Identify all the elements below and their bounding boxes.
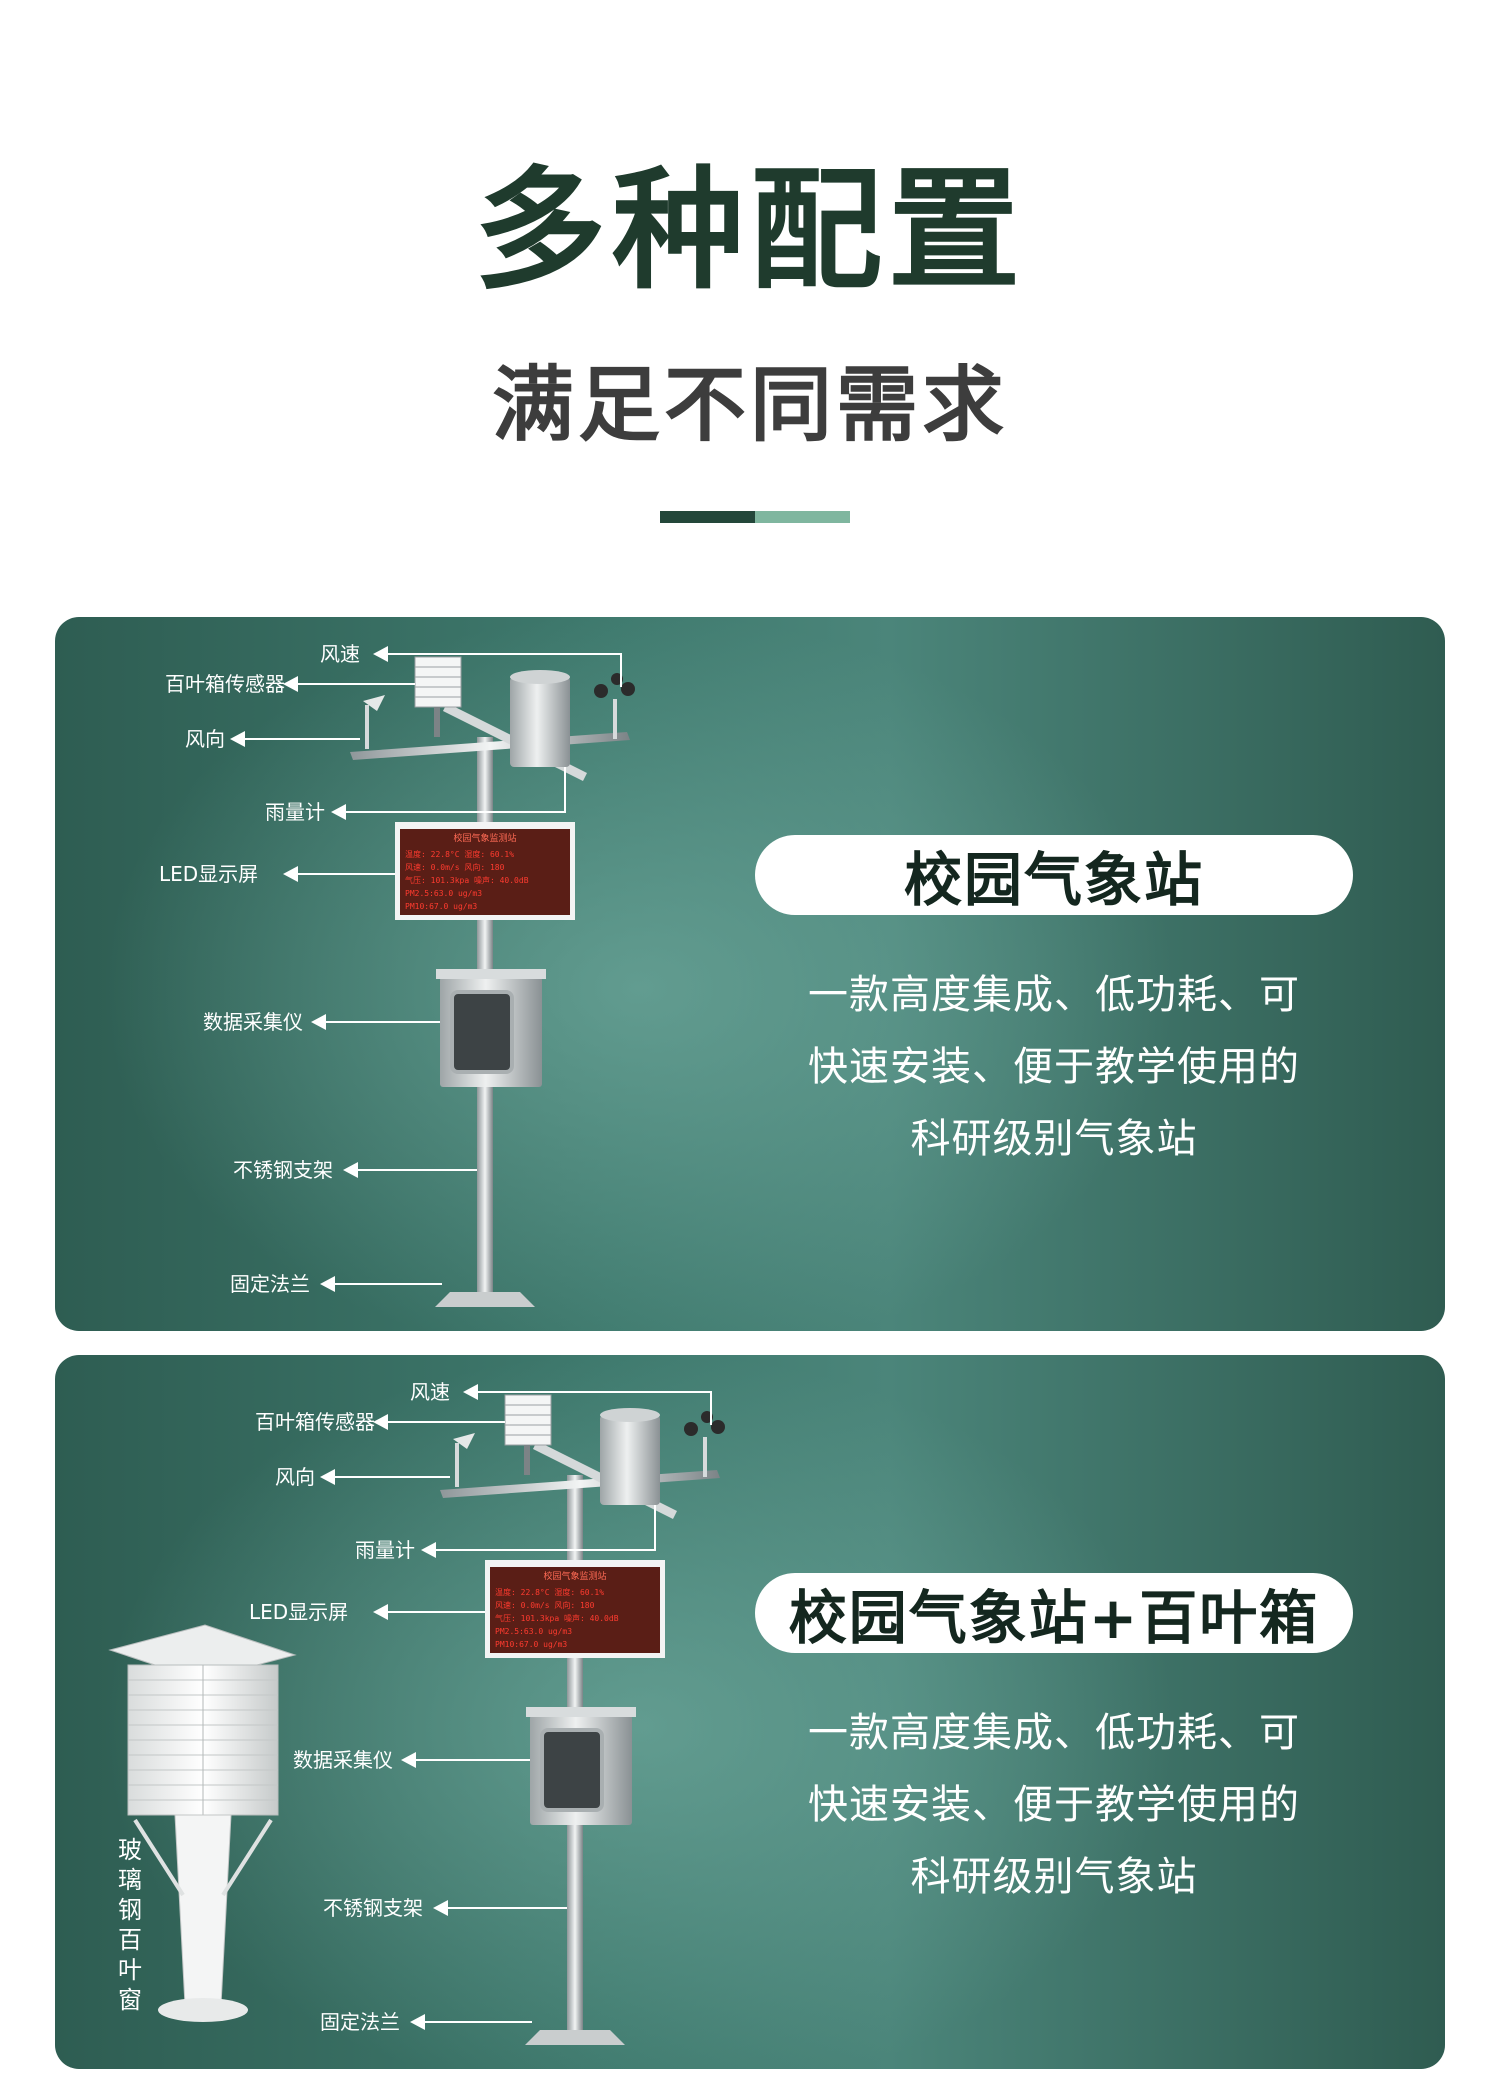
page-subtitle: 满足不同需求	[491, 358, 1008, 453]
label-steel-bracket: 不锈钢支架	[233, 1158, 333, 1182]
label-rain-gauge: 雨量计	[265, 800, 325, 824]
label-flange: 固定法兰	[230, 1272, 310, 1296]
arrow-icon	[320, 1276, 335, 1292]
led-row: 气压: 101.3kpa 噪声: 40.0dB	[495, 1613, 619, 1623]
label-led-display: LED显示屏	[249, 1600, 349, 1624]
description-line: 快速安装、便于教学使用的	[808, 1782, 1300, 1828]
arrow-icon	[230, 731, 245, 747]
arrow-icon	[283, 676, 298, 692]
config-name-pill: 校园气象站+百叶箱	[755, 1573, 1353, 1653]
description-line: 科研级别气象站	[910, 1854, 1198, 1900]
leader-line	[385, 653, 621, 655]
leader-line	[413, 1759, 530, 1761]
arrow-icon	[433, 1900, 448, 1916]
arrow-icon	[373, 646, 388, 662]
leader-line	[332, 1283, 442, 1285]
label-data-logger: 数据采集仪	[293, 1748, 393, 1772]
weather-station-illustration: 校园气象监测站 温度: 22.8°C 湿度: 60.1% 风速: 0.0m/s …	[108, 1394, 725, 2045]
config-card-campus-station-louver: 校园气象监测站 温度: 22.8°C 湿度: 60.1% 风速: 0.0m/s …	[55, 1355, 1445, 2069]
description-line: 一款高度集成、低功耗、可	[808, 1710, 1300, 1756]
weather-station-illustration: 校园气象监测站 温度: 22.8°C 湿度: 60.1% 风速: 0.0m/s …	[350, 656, 635, 1307]
louver-sensor	[504, 1394, 552, 1475]
label-led-display: LED显示屏	[159, 862, 259, 886]
arrow-icon	[410, 2014, 425, 2030]
led-row: 气压: 101.3kpa 噪声: 40.0dB	[405, 875, 529, 885]
wind-vane	[453, 1433, 475, 1487]
leader-line	[323, 1021, 440, 1023]
leader-line	[475, 1391, 711, 1393]
arrow-icon	[311, 1014, 326, 1030]
arrow-icon	[343, 1162, 358, 1178]
arrow-icon	[373, 1604, 388, 1620]
led-row: PM10:67.0 ug/m3	[495, 1640, 567, 1649]
config-description: 一款高度集成、低功耗、可 快速安装、便于教学使用的 科研级别气象站	[755, 959, 1353, 1175]
led-row: 温度: 22.8°C 湿度: 60.1%	[405, 849, 514, 859]
led-row: PM2.5:63.0 ug/m3	[495, 1627, 572, 1636]
leader-line	[295, 873, 395, 875]
label-rain-gauge: 雨量计	[355, 1538, 415, 1562]
label-wind-speed: 风速	[320, 642, 360, 666]
config-description: 一款高度集成、低功耗、可 快速安装、便于教学使用的 科研级别气象站	[755, 1697, 1353, 1913]
config-name-pill: 校园气象站	[755, 835, 1353, 915]
leader-line	[242, 738, 360, 740]
leader-line	[385, 1611, 485, 1613]
leader-line	[343, 811, 565, 813]
leader-line	[332, 1476, 450, 1478]
label-wind-direction: 风向	[185, 727, 225, 751]
label-steel-bracket: 不锈钢支架	[323, 1896, 423, 1920]
config-card-campus-station: 校园气象监测站 温度: 22.8°C 湿度: 60.1% 风速: 0.0m/s …	[55, 617, 1445, 1331]
louver-sensor	[414, 656, 462, 737]
leader-line	[422, 2021, 532, 2023]
led-row: 风速: 0.0m/s 风向: 180	[495, 1600, 595, 1610]
title-divider	[660, 511, 850, 523]
label-data-logger: 数据采集仪	[203, 1010, 303, 1034]
description-line: 一款高度集成、低功耗、可	[808, 972, 1300, 1018]
rain-gauge	[600, 1408, 660, 1505]
fiberglass-shelter	[108, 1624, 297, 2022]
label-wind-speed: 风速	[410, 1380, 450, 1404]
led-row: PM10:67.0 ug/m3	[405, 902, 477, 911]
leader-line	[654, 1505, 656, 1551]
led-title: 校园气象监测站	[453, 832, 516, 844]
wind-vane	[363, 695, 385, 749]
label-flange: 固定法兰	[320, 2010, 400, 2034]
description-line: 科研级别气象站	[910, 1116, 1198, 1162]
louver-caption: 玻璃钢百叶窗	[118, 1836, 142, 2014]
led-row: PM2.5:63.0 ug/m3	[405, 889, 482, 898]
anemometer	[684, 1411, 725, 1477]
label-louver-sensor: 百叶箱传感器	[255, 1410, 375, 1434]
arrow-icon	[331, 804, 346, 820]
arrow-icon	[320, 1469, 335, 1485]
leader-line	[433, 1549, 655, 1551]
divider-light-segment	[755, 511, 850, 523]
leader-line	[385, 1421, 505, 1423]
arrow-icon	[373, 1414, 388, 1430]
leader-line	[295, 683, 415, 685]
led-row: 温度: 22.8°C 湿度: 60.1%	[495, 1587, 604, 1597]
leader-line	[620, 653, 622, 687]
led-display: 校园气象监测站 温度: 22.8°C 湿度: 60.1% 风速: 0.0m/s …	[395, 822, 575, 920]
label-louver-sensor: 百叶箱传感器	[165, 672, 285, 696]
anemometer	[594, 673, 635, 739]
arrow-icon	[421, 1542, 436, 1558]
divider-dark-segment	[660, 511, 755, 523]
data-logger-box	[436, 969, 546, 1087]
arrow-icon	[283, 866, 298, 882]
leader-line	[710, 1391, 712, 1425]
leader-line	[355, 1169, 477, 1171]
led-row: 风速: 0.0m/s 风向: 180	[405, 862, 505, 872]
rain-gauge	[510, 670, 570, 767]
description-line: 快速安装、便于教学使用的	[808, 1044, 1300, 1090]
arrow-icon	[401, 1752, 416, 1768]
arrow-icon	[463, 1384, 478, 1400]
page-title: 多种配置	[474, 154, 1026, 308]
data-logger-box	[526, 1707, 636, 1825]
label-wind-direction: 风向	[275, 1465, 315, 1489]
leader-line	[445, 1907, 567, 1909]
leader-line	[564, 767, 566, 813]
led-display: 校园气象监测站 温度: 22.8°C 湿度: 60.1% 风速: 0.0m/s …	[485, 1560, 665, 1658]
led-title: 校园气象监测站	[543, 1570, 606, 1582]
